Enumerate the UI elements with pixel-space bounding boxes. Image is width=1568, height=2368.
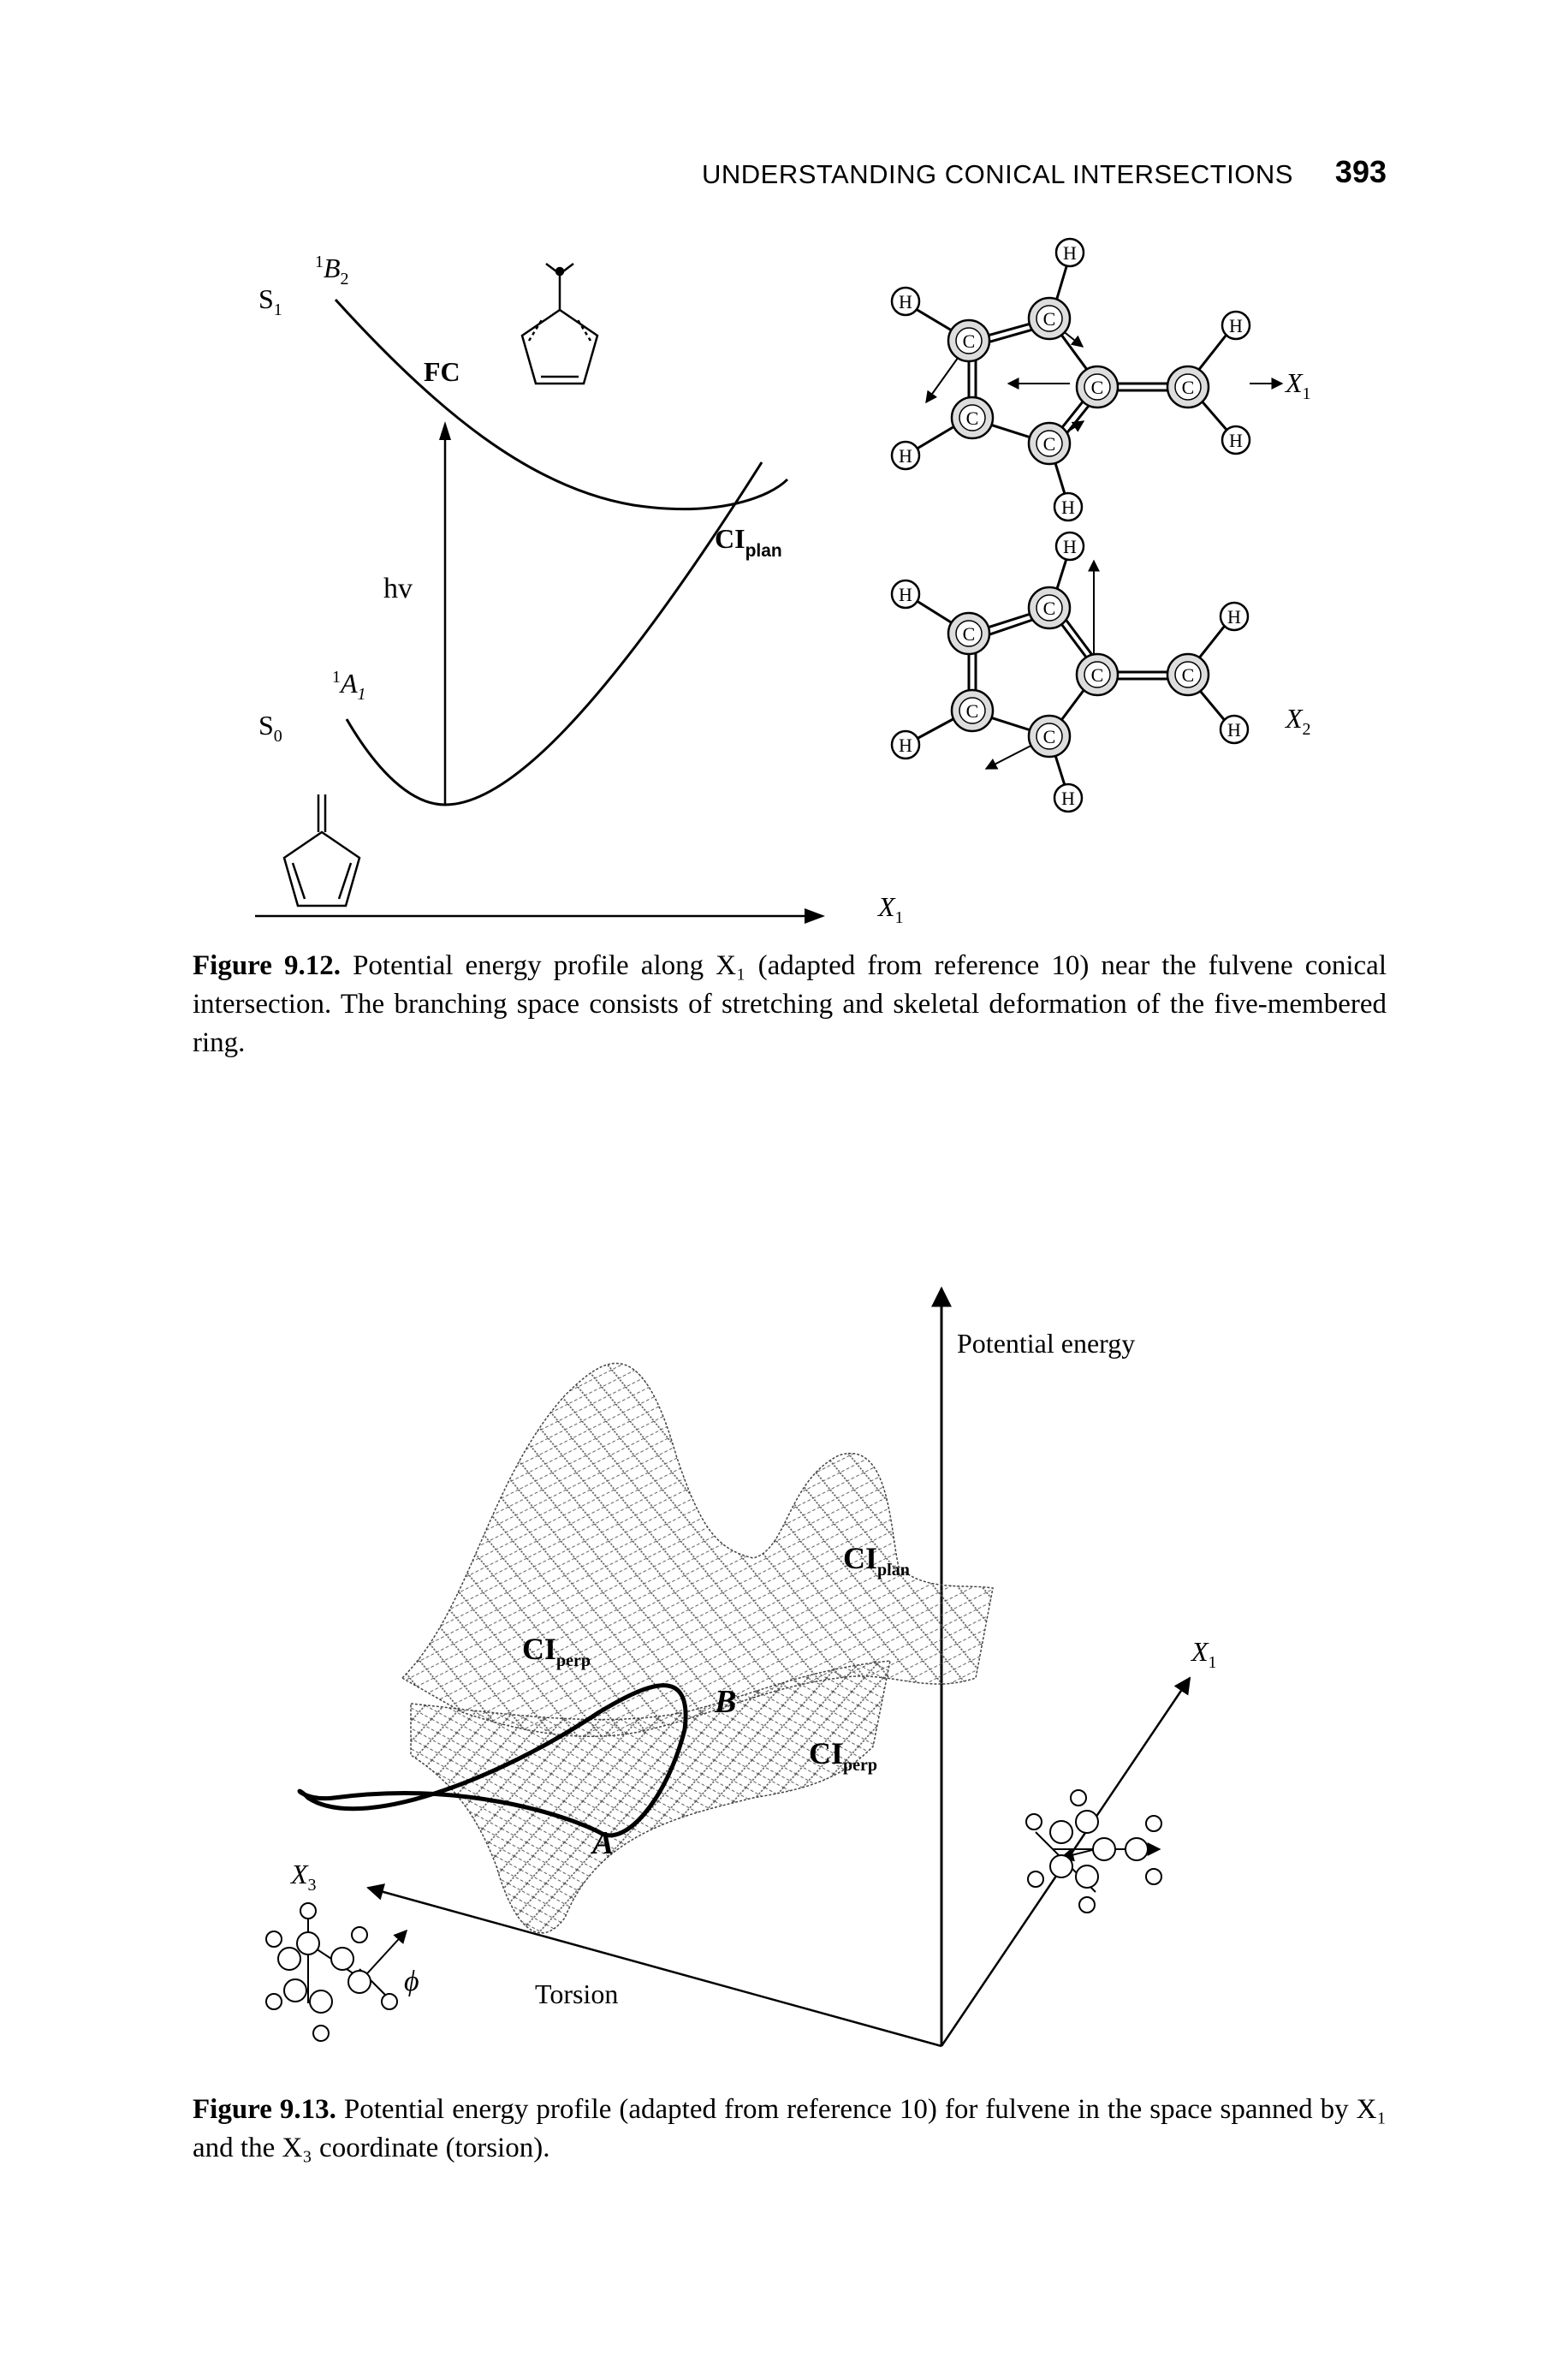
s0-curve (345, 461, 763, 806)
carbon-atom: C (1027, 714, 1072, 759)
svg-text:H: H (1229, 315, 1243, 336)
torsion-molecule (265, 1902, 408, 2042)
region-b-label: B (714, 1684, 736, 1720)
molecule-atoms: C C C C C C H H H H H H C C C C C C H H … (890, 237, 1251, 813)
carbon-atom: C (1027, 586, 1072, 630)
running-title: UNDERSTANDING CONICAL INTERSECTIONS (702, 159, 1293, 189)
svg-text:C: C (1043, 433, 1056, 455)
svg-text:C: C (1182, 664, 1195, 686)
branching-space-molecules: C C C C C C H H H H H H C C C C C C H H … (876, 237, 1311, 927)
caption-label: Figure 9.12. (193, 950, 341, 981)
s0-label: S0 (258, 710, 282, 746)
figure-9-12-profile: S1 1B2 FC CIplan hv 1A1 S0 (255, 253, 825, 924)
caption-text: Potential energy profile along X₁ (adapt… (193, 950, 1387, 1058)
svg-text:H: H (899, 584, 912, 605)
potential-energy-label: Potential energy (957, 1328, 1135, 1359)
ci-perp-left-label: CIperp (522, 1632, 591, 1670)
x2-vector-label: X2 (1284, 703, 1311, 739)
svg-text:C: C (963, 623, 976, 645)
carbon-atom: C (950, 396, 995, 440)
svg-text:C: C (1091, 664, 1104, 686)
upper-surface (401, 1362, 994, 1738)
x1-molecule (1025, 1789, 1162, 1913)
svg-text:H: H (899, 445, 912, 467)
svg-text:H: H (899, 735, 912, 756)
carbon-atom: C (950, 688, 995, 733)
hydrogen-atom: H (1054, 237, 1085, 268)
carbon-atom: C (1075, 652, 1120, 697)
svg-text:C: C (1091, 377, 1104, 398)
svg-text:C: C (1043, 598, 1056, 619)
x1-axis-label: X1 (1190, 1636, 1215, 1672)
hydrogen-atom: H (1221, 310, 1251, 341)
svg-text:C: C (1182, 377, 1195, 398)
hydrogen-atom: H (890, 579, 921, 610)
hydrogen-atom: H (1053, 782, 1084, 813)
svg-text:C: C (966, 408, 979, 429)
carbon-atom: C (947, 611, 991, 656)
torsion-axis (366, 1883, 942, 2048)
svg-text:H: H (1227, 719, 1241, 741)
x1-axis-label: X1 (876, 891, 904, 927)
svg-text:H: H (1229, 430, 1243, 451)
svg-text:C: C (1043, 308, 1056, 330)
hydrogen-atom: H (1221, 425, 1251, 455)
b2-label: 1B2 (315, 253, 349, 289)
hydrogen-atom: H (1053, 491, 1084, 522)
svg-text:H: H (1063, 536, 1077, 557)
hydrogen-atom: H (890, 286, 921, 317)
svg-text:C: C (966, 700, 979, 722)
a1-label: 1A1 (332, 668, 366, 704)
hydrogen-atom: H (890, 440, 921, 471)
ci-plan-label: CIplan (843, 1541, 910, 1580)
figure-9-12-caption: Figure 9.12. Potential energy profile al… (193, 947, 1387, 1062)
fc-label: FC (424, 356, 460, 387)
ci-seam-loop (240, 1267, 762, 1430)
lower-surface (410, 1660, 891, 1934)
excited-fulvene-sketch (520, 263, 599, 385)
svg-text:H: H (899, 291, 912, 312)
x1-vector-label: X1 (1284, 367, 1311, 403)
hydrogen-atom: H (890, 729, 921, 760)
figure-9-13-caption: Figure 9.13. Potential energy profile (a… (193, 2091, 1387, 2168)
carbon-atom: C (947, 318, 991, 363)
svg-text:H: H (1061, 497, 1075, 518)
carbon-atom: C (1075, 365, 1120, 409)
svg-text:H: H (1227, 606, 1241, 628)
page-number: 393 (1334, 154, 1387, 189)
x3-axis-label: X3 (289, 1859, 317, 1895)
caption-label: Figure 9.13. (193, 2094, 336, 2125)
svg-text:C: C (1043, 726, 1056, 747)
carbon-atom: C (1027, 296, 1072, 341)
ci-seam (297, 1683, 688, 1838)
x1-axis-arrow-head (805, 908, 825, 924)
torsion-label: Torsion (535, 1978, 618, 2009)
hydrogen-atom: H (1054, 531, 1085, 562)
page-header: UNDERSTANDING CONICAL INTERSECTIONS 393 (702, 154, 1387, 205)
figure-9-13-surface: Potential energy CIplan CIperp CIperp B … (240, 1267, 1215, 2048)
s1-curve (334, 298, 789, 511)
s1-label: S1 (258, 283, 282, 319)
svg-text:H: H (1063, 242, 1077, 264)
hv-label: hv (383, 573, 413, 604)
carbon-atom: C (1166, 365, 1210, 409)
carbon-atom: C (1166, 652, 1210, 697)
svg-text:H: H (1061, 788, 1075, 809)
hv-arrow-head (439, 421, 451, 440)
ground-fulvene-sketch (282, 794, 361, 907)
phi-label: ϕ (404, 1966, 419, 1997)
svg-text:C: C (963, 330, 976, 352)
ci-perp-right-label: CIperp (809, 1736, 877, 1775)
region-a-label: A (591, 1825, 614, 1861)
ci-plan-label: CIplan (715, 523, 782, 561)
hydrogen-atom: H (1219, 714, 1250, 745)
carbon-atom: C (1027, 421, 1072, 466)
caption-text: Potential energy profile (adapted from r… (193, 2094, 1387, 2163)
hydrogen-atom: H (1219, 601, 1250, 632)
